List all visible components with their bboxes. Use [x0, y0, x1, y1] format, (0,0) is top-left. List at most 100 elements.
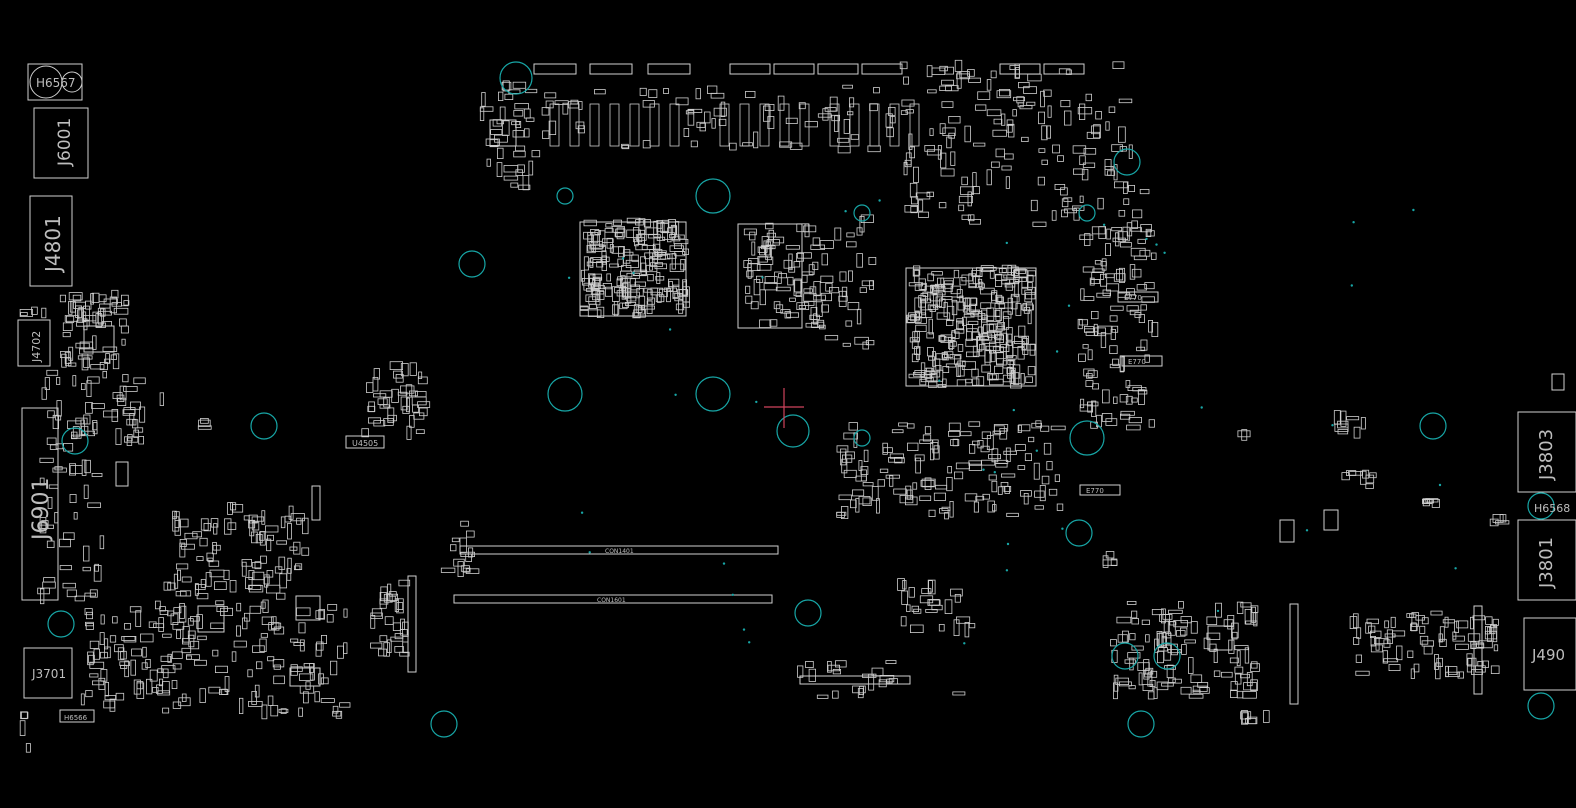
pad — [616, 227, 625, 240]
pad — [112, 616, 118, 624]
pad — [1489, 518, 1499, 527]
pad — [52, 414, 59, 429]
pad — [43, 577, 56, 583]
pad — [41, 387, 47, 400]
pad — [1410, 623, 1418, 631]
pad — [959, 71, 970, 79]
pad — [1012, 341, 1025, 348]
pad — [577, 125, 585, 134]
via — [761, 276, 764, 279]
pad — [298, 707, 304, 717]
pad — [1046, 125, 1051, 139]
pad — [1125, 395, 1133, 405]
pad — [1485, 616, 1493, 625]
pad — [878, 679, 887, 688]
pad — [995, 463, 1008, 468]
pad — [1476, 642, 1485, 648]
pad — [1097, 197, 1104, 210]
pad — [294, 563, 303, 570]
pad — [1038, 111, 1045, 125]
pad — [1384, 620, 1389, 629]
pad — [618, 246, 625, 258]
pad — [1215, 602, 1222, 618]
pad — [199, 537, 208, 547]
pad — [265, 584, 281, 594]
pad — [1060, 100, 1071, 108]
pad — [1232, 631, 1238, 640]
pad — [54, 512, 59, 524]
pad — [75, 305, 82, 318]
pad — [90, 364, 105, 370]
pad — [1126, 601, 1137, 605]
pad — [1409, 613, 1417, 618]
pad — [196, 614, 203, 629]
pad — [1094, 260, 1102, 265]
pad — [848, 270, 853, 282]
pad — [913, 270, 920, 284]
pad — [1383, 639, 1391, 648]
pad — [248, 701, 263, 707]
pad — [1355, 654, 1362, 663]
pad — [868, 256, 877, 265]
pad — [1002, 311, 1012, 319]
pad — [997, 486, 1003, 495]
pad — [251, 691, 257, 705]
pad — [383, 418, 394, 426]
pad — [1087, 370, 1098, 378]
pad — [919, 439, 933, 444]
pad — [1122, 630, 1129, 643]
pad — [84, 592, 96, 597]
pad — [497, 91, 504, 101]
pad — [1101, 412, 1113, 422]
chip-lower-left — [295, 595, 321, 621]
pad — [1054, 474, 1060, 482]
pad — [1083, 296, 1095, 301]
pad — [944, 351, 954, 358]
pad — [982, 266, 997, 271]
pad — [910, 206, 918, 214]
pad — [845, 320, 853, 327]
pad — [1041, 125, 1048, 141]
pad — [1119, 355, 1125, 372]
pad — [957, 322, 965, 330]
pad — [261, 616, 274, 625]
pad — [785, 245, 800, 250]
pad — [190, 640, 200, 650]
pad — [813, 294, 826, 301]
pad — [372, 393, 387, 398]
pad — [986, 307, 995, 322]
pad — [1407, 650, 1414, 658]
pad — [126, 437, 133, 446]
j3801-outline — [1517, 519, 1576, 601]
pad — [1007, 297, 1013, 315]
pad — [280, 708, 287, 714]
pad — [940, 168, 955, 177]
pad — [1083, 148, 1097, 155]
pad — [1213, 670, 1221, 677]
top-cap-1 — [533, 63, 577, 75]
pad — [1079, 234, 1094, 240]
pad — [48, 484, 59, 489]
pad — [248, 570, 255, 581]
pad — [460, 551, 475, 558]
label-con1601: CON1601 — [597, 597, 626, 604]
pad — [192, 531, 202, 538]
pad — [946, 476, 953, 492]
pad — [184, 532, 198, 540]
pad — [159, 392, 165, 406]
pad — [777, 95, 785, 111]
pad — [769, 319, 778, 327]
pad — [1151, 252, 1157, 260]
pad — [954, 471, 964, 480]
pad — [745, 295, 753, 304]
pad — [221, 688, 228, 695]
pad — [766, 232, 777, 238]
pad — [1084, 233, 1091, 246]
pad — [921, 588, 932, 594]
pad — [25, 743, 31, 753]
pad — [1017, 346, 1025, 360]
pad — [654, 251, 667, 257]
pad — [302, 691, 309, 704]
pad — [911, 340, 919, 349]
